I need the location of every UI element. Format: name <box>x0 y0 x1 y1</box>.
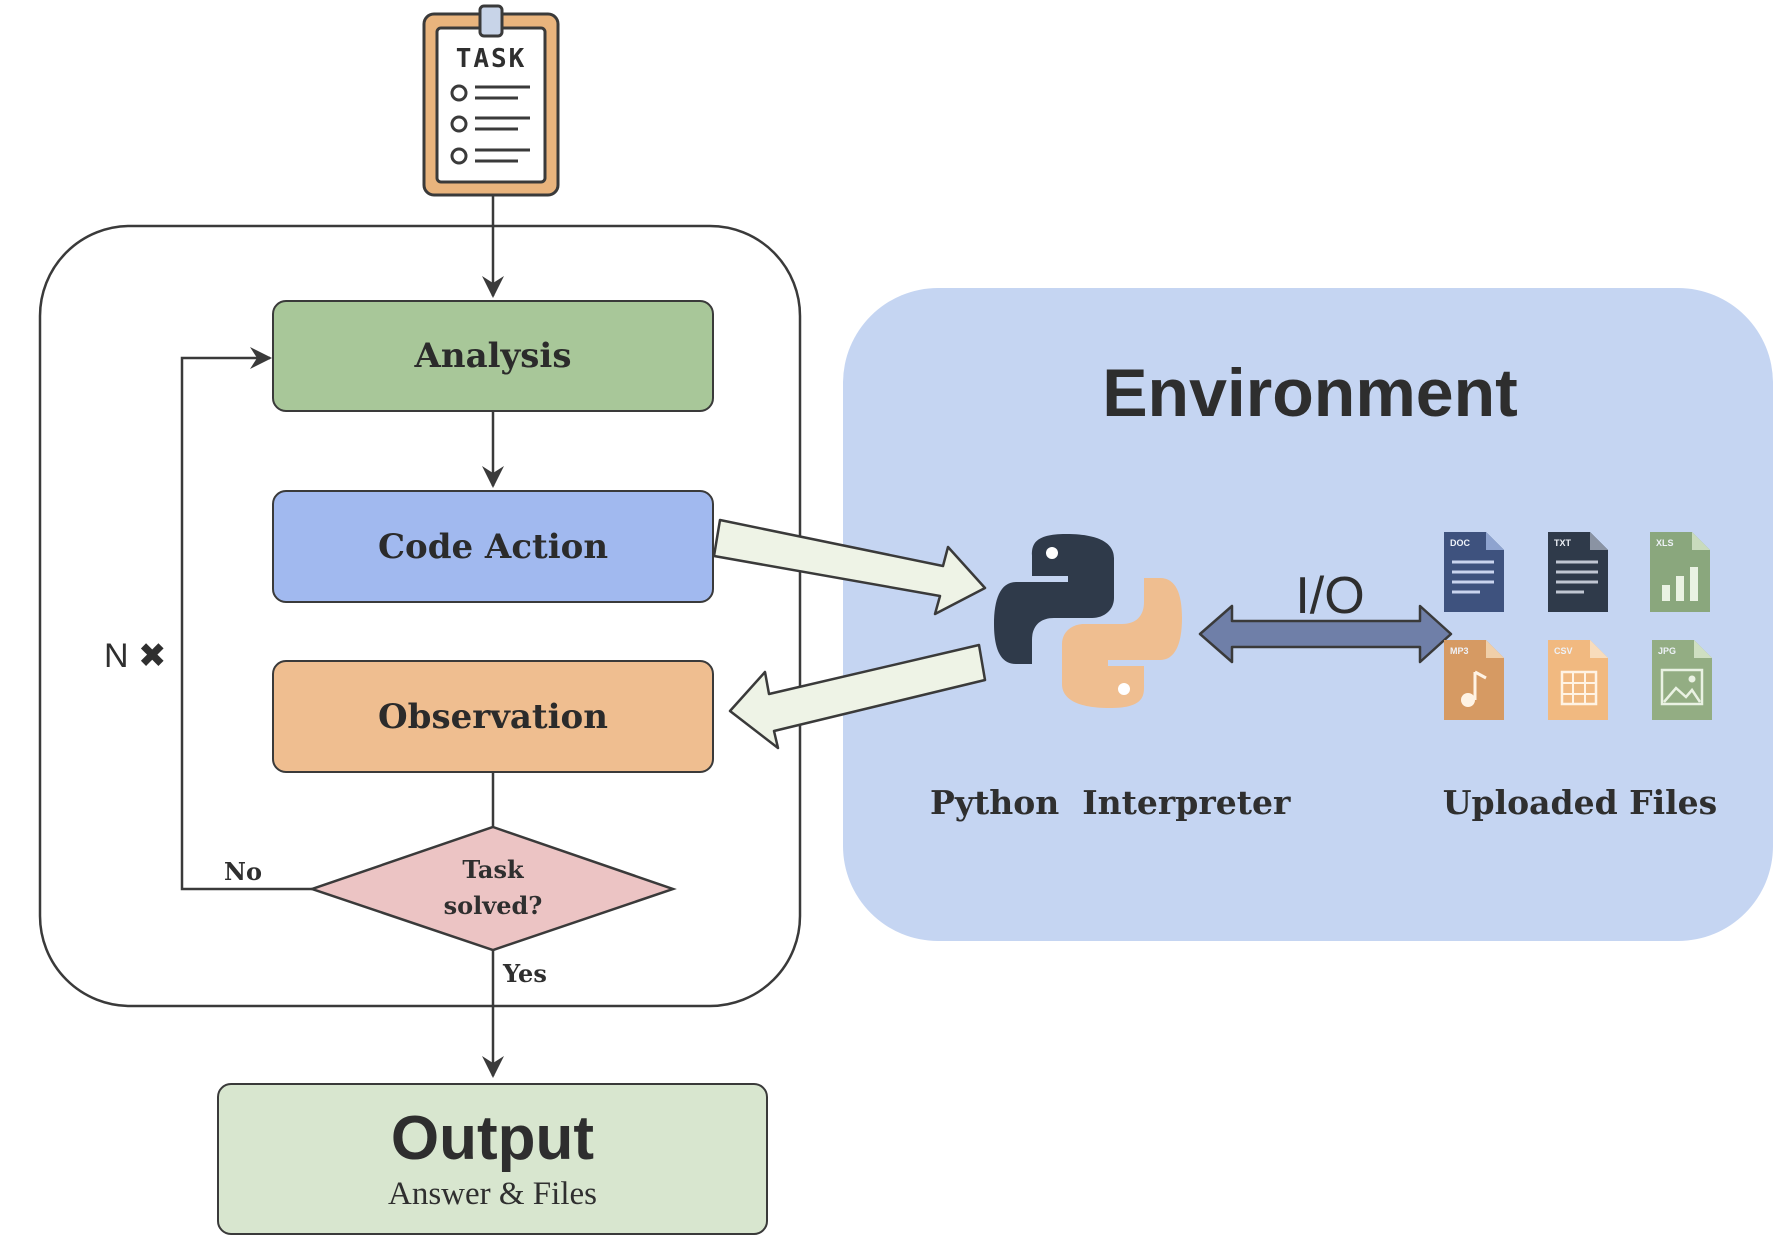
observation-label: Observation <box>378 696 608 737</box>
agent-loop-container <box>38 224 802 1008</box>
txt-tag: TXT <box>1554 538 1572 548</box>
repeat-count-label: N ✖ <box>104 637 167 675</box>
decision-label: Task solved? <box>413 852 573 924</box>
output-title: Output <box>390 1104 595 1173</box>
decision-line-2: solved? <box>443 891 543 920</box>
output-subtitle: Answer & Files <box>388 1176 597 1212</box>
yes-label: Yes <box>503 959 547 988</box>
mp3-file-icon <box>1444 640 1504 720</box>
code-action-label: Code Action <box>377 526 609 567</box>
xls-file-icon <box>1650 532 1710 612</box>
python-logo-icon <box>994 534 1182 708</box>
interpreter-to-observation-arrow <box>728 643 987 750</box>
task-clipboard-icon <box>422 4 560 197</box>
output-box: Output Answer & Files <box>217 1083 768 1235</box>
file-type-tags: DOC TXT XLS MP3 CSV JPG <box>1450 538 1676 656</box>
decision-line-1: Task <box>462 855 524 884</box>
csv-tag: CSV <box>1554 646 1573 656</box>
environment-panel <box>843 288 1773 941</box>
csv-file-icon <box>1548 640 1608 720</box>
jpg-tag: JPG <box>1658 646 1676 656</box>
code-action-box: Code Action <box>272 490 714 603</box>
no-loop-back-arrow <box>180 347 312 891</box>
txt-file-icon <box>1548 532 1608 612</box>
no-label: No <box>224 857 262 886</box>
task-icon-label: TASK <box>455 44 527 74</box>
analysis-box: Analysis <box>272 300 714 412</box>
uploaded-files-label: Uploaded Files <box>1442 783 1718 822</box>
decision-diamond <box>308 825 677 952</box>
doc-tag: DOC <box>1450 538 1471 548</box>
xls-tag: XLS <box>1656 538 1674 548</box>
environment-title: Environment <box>1102 355 1518 431</box>
io-label: I/O <box>1295 567 1365 625</box>
interpreter-label: Python Interpreter <box>930 783 1291 822</box>
mp3-tag: MP3 <box>1450 646 1469 656</box>
code-to-interpreter-arrow <box>712 518 987 616</box>
jpg-file-icon <box>1652 640 1712 720</box>
analysis-label: Analysis <box>414 336 572 376</box>
observation-box: Observation <box>272 660 714 773</box>
doc-file-icon <box>1444 532 1504 612</box>
io-double-arrow <box>1198 604 1453 664</box>
